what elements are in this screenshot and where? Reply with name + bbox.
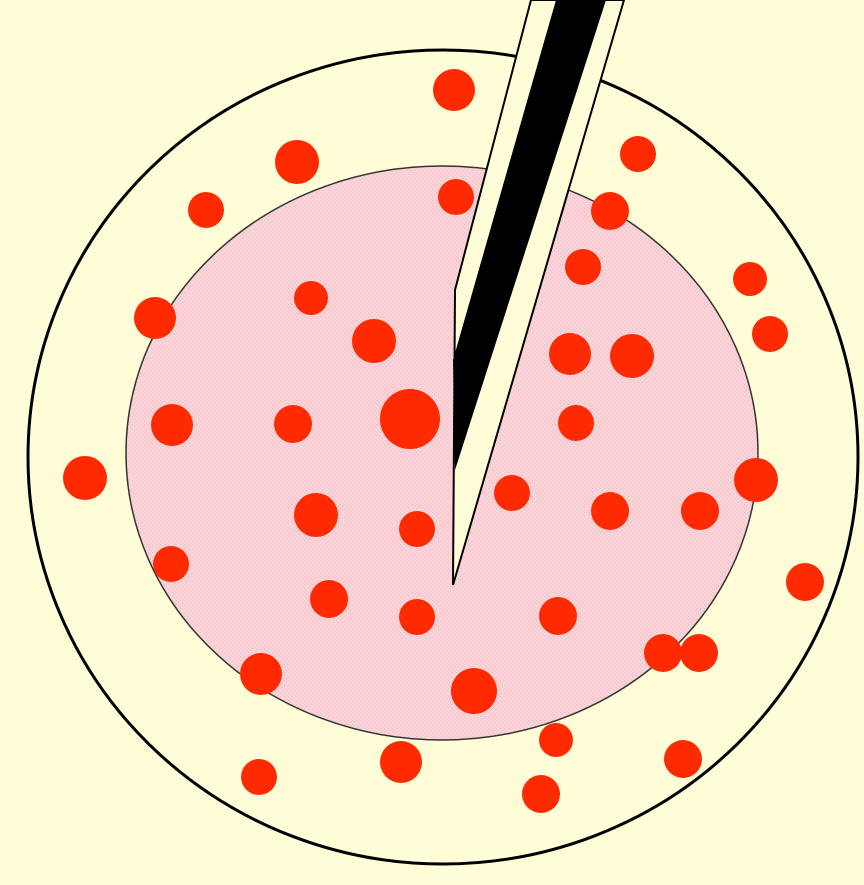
particle-dot [681,492,719,530]
particle-dot [539,723,573,757]
particle-dot [610,334,654,378]
particle-dot [241,759,277,795]
particle-dot [752,316,788,352]
particle-dot [558,405,594,441]
particle-dot [591,192,629,230]
particle-dot [451,668,497,714]
particle-dot [188,192,224,228]
particle-dot [63,456,107,500]
particle-dot [399,599,435,635]
particle-dot [151,404,193,446]
particle-dot [294,493,338,537]
particle-dot [494,475,530,511]
particle-dot [539,597,577,635]
particle-dot [680,634,718,672]
particle-dot [433,69,475,111]
particle-dot [591,492,629,530]
particle-dot [733,262,767,296]
particle-dot [565,249,601,285]
particle-dot [664,740,702,778]
particle-dot [620,136,656,172]
particle-dot [644,634,682,672]
particle-dot [438,179,474,215]
particle-dot [134,297,176,339]
particle-dot [522,775,560,813]
particle-dot [399,511,435,547]
particle-dot [786,563,824,601]
particle-dot [240,653,282,695]
particle-dot [549,333,591,375]
particle-dot [294,281,328,315]
particle-dot [352,319,396,363]
particle-dot [734,458,778,502]
particle-dot [274,405,312,443]
particle-dot [310,580,348,618]
particle-dot [380,389,440,449]
particle-dot [380,741,422,783]
particle-dot [275,140,319,184]
particle-dot [153,546,189,582]
